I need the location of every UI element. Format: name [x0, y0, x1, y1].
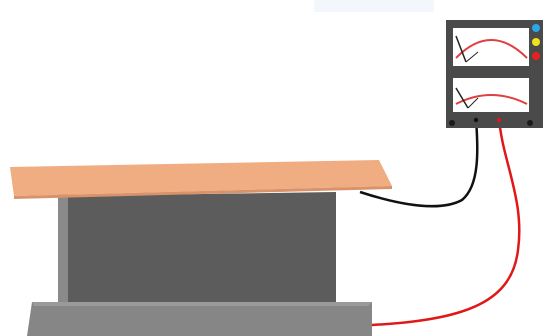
- red-lead-terminal-icon[interactable]: [496, 117, 502, 123]
- red-wire[interactable]: [371, 117, 521, 327]
- meter: [446, 20, 543, 128]
- left-terminal-icon[interactable]: [449, 120, 455, 126]
- upper-scale-arc: [455, 39, 528, 59]
- right-terminal-icon[interactable]: [527, 120, 533, 126]
- copper-plate-edge: [14, 186, 392, 199]
- meter-upper-scale: [453, 28, 529, 66]
- lower-scale-arc: [455, 94, 528, 105]
- yellow-indicator-icon: [532, 38, 540, 46]
- top-hint-bar: [314, 0, 434, 12]
- blue-indicator-icon: [532, 24, 540, 32]
- upper-needle-shadow: [465, 51, 479, 63]
- base-plate-top: [32, 302, 372, 306]
- black-lead-terminal-icon[interactable]: [473, 117, 479, 123]
- block-front: [68, 192, 336, 302]
- base-plate: [27, 302, 372, 336]
- red-indicator-icon: [532, 52, 540, 60]
- block-side: [58, 192, 68, 302]
- copper-plate[interactable]: [10, 160, 392, 196]
- lower-needle-shadow: [467, 97, 479, 109]
- upper-needle: [455, 35, 467, 63]
- black-wire[interactable]: [359, 117, 479, 208]
- lower-needle: [455, 87, 469, 109]
